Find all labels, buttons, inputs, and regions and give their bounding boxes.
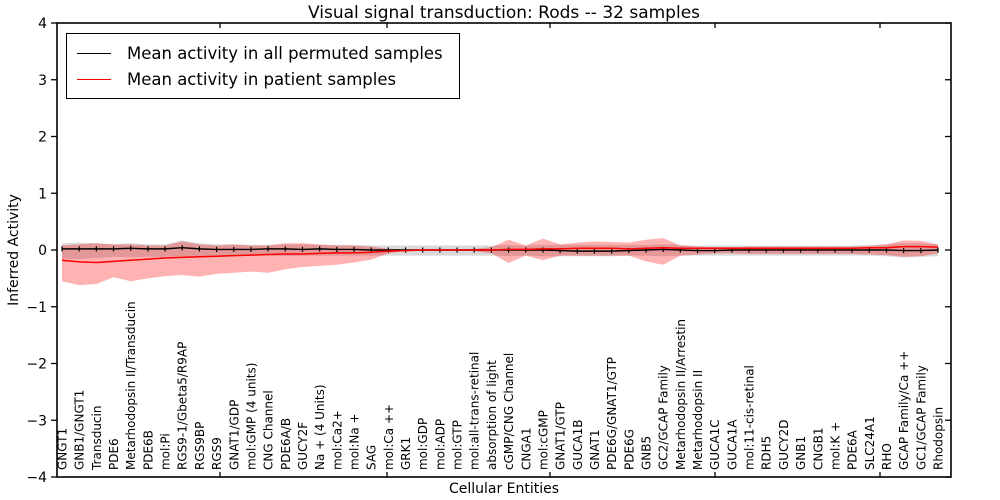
x-tick-label: Metarhodopsin II/Arrestin <box>674 319 688 470</box>
x-tick-label: RGS9 <box>210 437 224 470</box>
y-tick-label: −1 <box>26 300 47 316</box>
x-tick-label: GUCY2D <box>777 420 791 470</box>
x-tick-label: SLC24A1 <box>863 416 877 470</box>
x-tick-label: GUCA1B <box>571 419 585 470</box>
x-tick-label: GUCA1C <box>708 419 722 470</box>
x-tick-label: PDE6G <box>622 429 636 470</box>
x-tick-label: GNB1/GNGT1 <box>73 390 87 470</box>
x-tick-label: GNAT1/GTP <box>554 402 568 470</box>
y-tick-label: 3 <box>38 73 47 89</box>
x-tick-label: mol:GDP <box>416 418 430 470</box>
legend-entry-patient: Mean activity in patient samples <box>77 66 443 92</box>
x-tick-label: mol:K + <box>828 422 842 470</box>
x-tick-label: mol:Ca ++ <box>382 404 396 470</box>
x-tick-label: Transducin <box>90 406 104 471</box>
y-axis-label: Inferred Activity <box>6 194 22 306</box>
x-tick-label: mol:ADP <box>433 419 447 470</box>
legend-label-permuted: Mean activity in all permuted samples <box>127 43 443 63</box>
x-tick-label: GNGT1 <box>56 428 70 470</box>
x-tick-label: CNGA1 <box>519 428 533 471</box>
x-tick-label: mol:GTP <box>451 420 465 470</box>
chart-title: Visual signal transduction: Rods -- 32 s… <box>307 3 701 23</box>
y-tick-label: 1 <box>38 186 47 202</box>
y-tick-label: −4 <box>26 470 47 486</box>
x-tick-label: GNAT1 <box>588 429 602 470</box>
x-tick-label: mol:Pi <box>159 433 173 470</box>
x-axis-label: Cellular Entities <box>448 481 560 497</box>
x-tick-label: PDE6A/B <box>279 418 293 470</box>
x-tick-label: Metarhodopsin II <box>691 370 705 470</box>
x-tick-label: Na + (4 Units) <box>313 384 327 470</box>
y-axis-ticks: 4 3 2 1 0 −1 −2 −3 −4 <box>26 16 951 486</box>
x-tick-label: PDE6G/GNAT1/GTP <box>605 357 619 470</box>
x-tick-label: GNAT1/GDP <box>227 400 241 470</box>
y-tick-label: −2 <box>26 357 47 373</box>
x-tick-label: PDE6A <box>846 429 860 470</box>
y-tick-label: 4 <box>38 16 47 32</box>
patient-line <box>61 245 939 264</box>
x-tick-label: GNB5 <box>640 436 654 470</box>
y-tick-label: 0 <box>38 243 47 259</box>
x-tick-label: mol:GMP (4 units) <box>244 363 258 470</box>
x-tick-label: CNGB1 <box>811 427 825 470</box>
legend-label-patient: Mean activity in patient samples <box>127 69 397 89</box>
x-tick-label: CNG Channel <box>262 390 276 470</box>
x-tick-label: RGS9BP <box>193 422 207 470</box>
x-tick-label: Metarhodopsin II/Transducin <box>124 301 138 470</box>
x-tick-label: PDE6 <box>107 438 121 470</box>
x-tick-label: GUCA1A <box>725 419 739 470</box>
x-tick-label: GRK1 <box>399 437 413 470</box>
x-tick-label: RGS9-1/Gbeta5/R9AP <box>176 342 190 470</box>
x-tick-label: mol:cGMP <box>536 410 550 470</box>
permuted-line-swatch <box>77 52 111 54</box>
patient-line-swatch <box>77 78 111 80</box>
x-axis-ticks <box>219 23 881 477</box>
y-tick-label: −3 <box>26 413 47 429</box>
x-tick-label: cGMP/CNG Channel <box>502 353 516 470</box>
x-tick-label: RHO <box>880 443 894 470</box>
x-tick-label: mol:Ca2+ <box>330 410 344 470</box>
x-tick-label: PDE6B <box>141 430 155 470</box>
x-tick-label: mol:11-cis-retinal <box>743 365 757 470</box>
x-tick-label: mol:Na + <box>348 413 362 470</box>
y-tick-label: 2 <box>38 130 47 146</box>
x-tick-label: RDH5 <box>760 436 774 470</box>
x-tick-label: GCAP Family/Ca ++ <box>897 351 911 470</box>
patient-band <box>62 238 938 286</box>
x-tick-label: GUCY2F <box>296 422 310 470</box>
x-tick-label: SAG <box>365 445 379 470</box>
x-tick-label: GC1/GCAP Family <box>914 365 928 470</box>
x-tick-label: mol:all-trans-retinal <box>468 352 482 470</box>
x-tick-label: Rhodopsin <box>932 407 946 470</box>
legend: Mean activity in all permuted samples Me… <box>66 33 460 99</box>
x-tick-label: absorption of light <box>485 360 499 470</box>
x-tick-label: GC2/GCAP Family <box>657 365 671 470</box>
legend-entry-permuted: Mean activity in all permuted samples <box>77 40 443 66</box>
x-tick-label: GNB1 <box>794 436 808 470</box>
